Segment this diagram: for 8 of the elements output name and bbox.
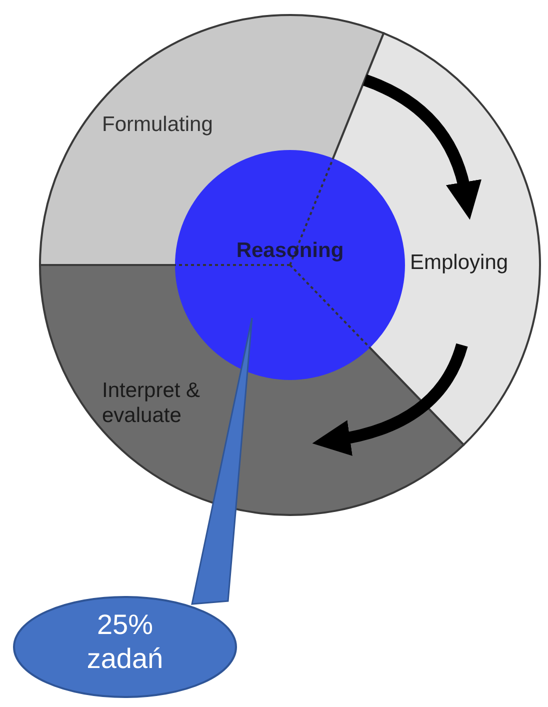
segment-label: Employing	[410, 250, 510, 276]
center-label: Reasoning	[235, 238, 345, 264]
segment-label: Formulating	[102, 112, 214, 138]
segment-label: Interpret & evaluate	[102, 378, 202, 428]
curved-arrow	[362, 74, 481, 220]
curved-arrow	[312, 343, 468, 456]
callout-pointer	[191, 317, 253, 605]
bubble-label: 25% zadań	[86, 608, 164, 676]
